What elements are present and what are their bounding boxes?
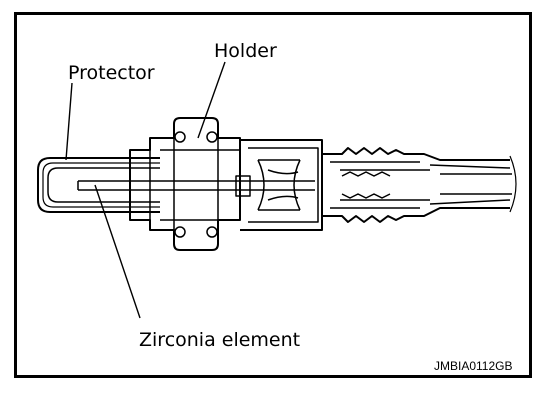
- zirconia-leader: [94, 184, 141, 319]
- holder-label: Holder: [214, 40, 277, 62]
- figure-frame: [14, 12, 532, 378]
- protector-label: Protector: [68, 62, 155, 84]
- zirconia-element-rod: [77, 180, 315, 191]
- protector-leader: [65, 82, 73, 161]
- figure-code: JMBIA0112GB: [434, 359, 512, 373]
- holder-body: [129, 117, 241, 251]
- holder-leader: [197, 61, 226, 139]
- zirconia-element-label: Zirconia element: [139, 329, 300, 351]
- insulator-section: [235, 139, 323, 231]
- leader-lines: [65, 61, 226, 319]
- rear-sleeve: [322, 147, 517, 223]
- protector-cap: [37, 157, 160, 213]
